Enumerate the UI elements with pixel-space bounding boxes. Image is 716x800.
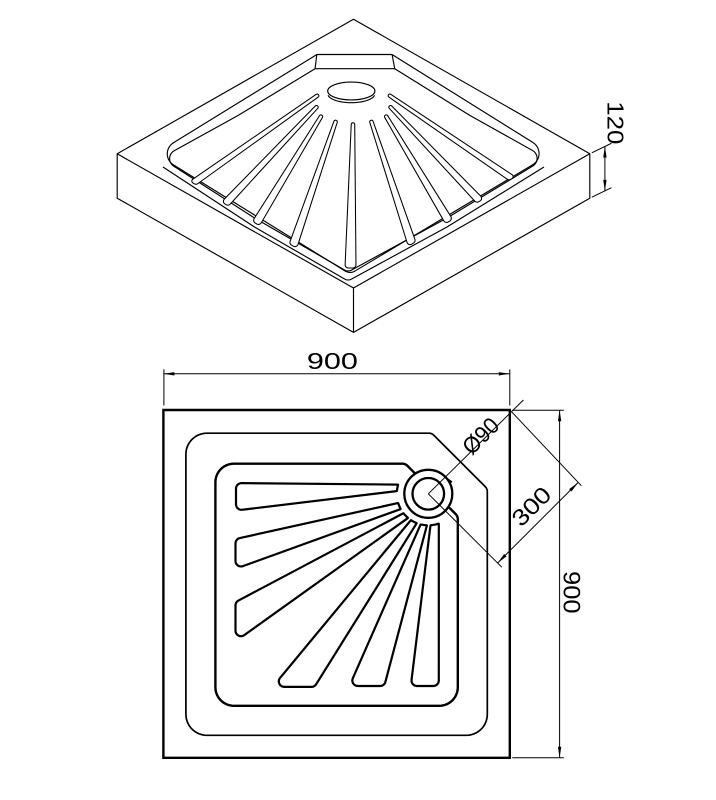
svg-text:900: 900 <box>307 348 358 374</box>
svg-text:120: 120 <box>603 101 629 144</box>
svg-text:900: 900 <box>557 571 584 614</box>
